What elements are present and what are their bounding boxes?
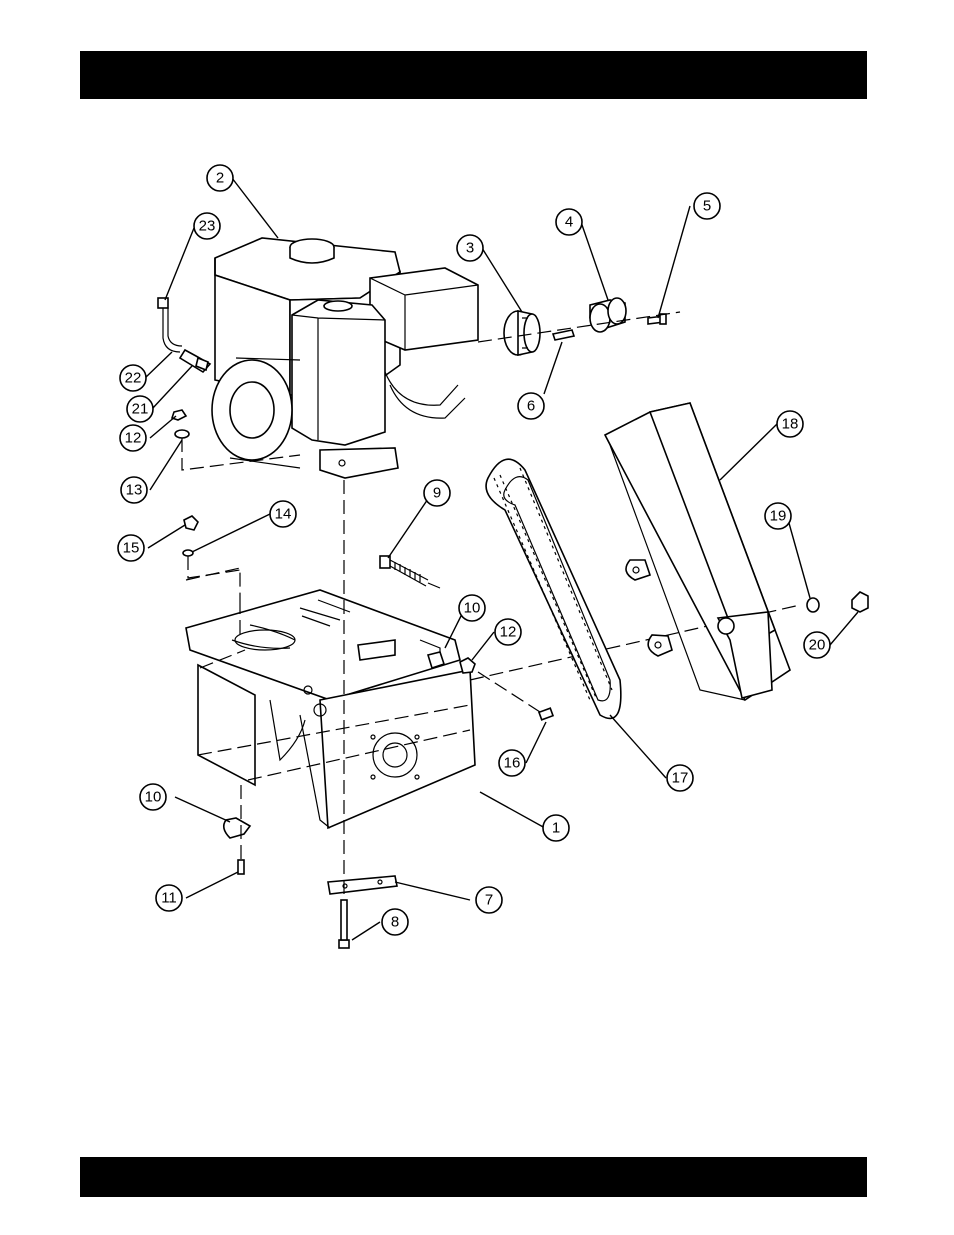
bolt-8 [339,900,349,948]
washer-14 [183,550,193,556]
hub [590,298,626,332]
svg-text:15: 15 [123,540,140,557]
callout-10b: 10 [459,595,485,621]
callout-9: 9 [424,480,450,506]
callout-23: 23 [194,213,220,239]
svg-text:14: 14 [275,506,292,523]
key-6 [553,330,574,340]
callout-2: 2 [207,165,233,191]
frame [186,590,475,828]
callout-6: 6 [518,393,544,419]
callout-4: 4 [556,209,582,235]
callout-12b: 12 [495,619,521,645]
svg-text:8: 8 [391,914,399,931]
svg-text:7: 7 [485,892,493,909]
callout-14: 14 [270,501,296,527]
svg-text:3: 3 [466,240,474,257]
washer-19 [807,598,819,612]
callout-20: 20 [804,632,830,658]
screw-11 [238,860,244,874]
svg-text:1: 1 [552,820,560,837]
svg-text:11: 11 [161,890,177,907]
nut-15 [184,516,198,530]
callout-11: 11 [156,885,182,911]
svg-text:12: 12 [500,624,517,641]
callout-8: 8 [382,909,408,935]
belt-guard [605,403,790,700]
engine [212,238,478,478]
nut-20 [852,592,868,612]
nut-12b [460,658,475,673]
svg-text:6: 6 [527,398,535,415]
svg-text:21: 21 [132,401,149,418]
svg-text:19: 19 [770,508,787,525]
washer-13 [175,430,189,438]
callout-10a: 10 [140,784,166,810]
svg-text:23: 23 [199,218,216,235]
svg-text:20: 20 [809,637,826,654]
callout-1: 1 [543,815,569,841]
svg-text:17: 17 [672,770,689,787]
svg-text:10: 10 [464,600,481,617]
svg-text:4: 4 [565,214,573,231]
callout-21: 21 [127,396,153,422]
svg-text:10: 10 [145,789,162,806]
bolt-9 [380,556,428,586]
callout-15: 15 [118,535,144,561]
pulley [504,311,540,355]
plate-7 [328,876,397,894]
svg-text:16: 16 [504,755,521,772]
callout-18: 18 [777,411,803,437]
callout-22: 22 [120,365,146,391]
callout-19: 19 [765,503,791,529]
svg-text:5: 5 [703,198,711,215]
fuel-fitting [158,298,210,372]
svg-text:12: 12 [125,430,142,447]
callout-7: 7 [476,887,502,913]
svg-text:13: 13 [126,482,143,499]
svg-text:22: 22 [125,370,142,387]
callout-5: 5 [694,193,720,219]
svg-text:9: 9 [433,485,441,502]
callout-16: 16 [499,750,525,776]
callout-3: 3 [457,235,483,261]
pin-16 [539,708,553,720]
callout-13: 13 [121,477,147,503]
callout-12a: 12 [120,425,146,451]
svg-text:2: 2 [216,170,224,187]
callout-17: 17 [667,765,693,791]
svg-text:18: 18 [782,416,799,433]
belt [486,459,621,718]
